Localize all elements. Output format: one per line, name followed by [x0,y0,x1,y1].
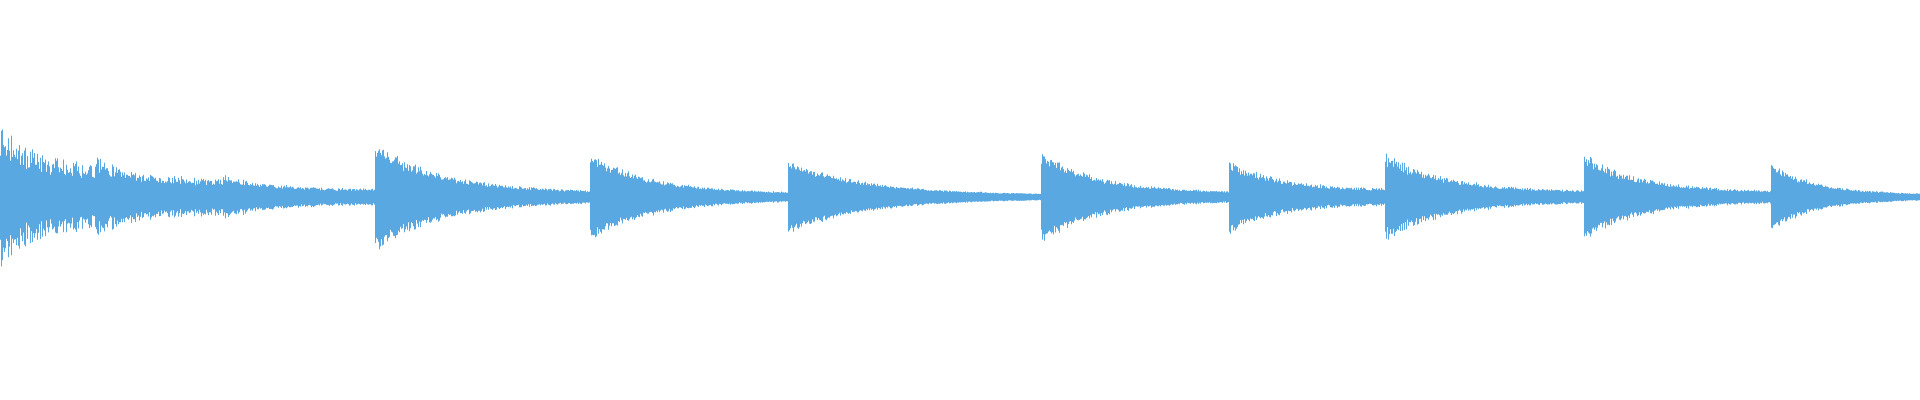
waveform-bars [0,129,1920,267]
